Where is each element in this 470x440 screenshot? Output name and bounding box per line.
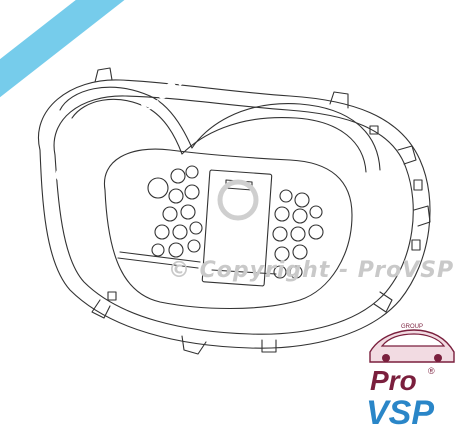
copyright-circle <box>217 179 259 221</box>
housing-outer-outline <box>37 79 431 349</box>
mount-tab-bottom <box>181 335 207 355</box>
center-display <box>201 169 273 287</box>
provsp-logo: GROUP Pro ® VSP <box>366 324 455 432</box>
mount-tab-bottom-mid <box>261 339 277 353</box>
mount-tab-right2 <box>413 205 431 227</box>
dial-face <box>103 148 353 310</box>
mount-tab-top <box>94 67 113 83</box>
right-gauge-holes <box>272 189 324 279</box>
logo-group-label: GROUP <box>401 324 423 330</box>
copyright-watermark: © Copyright - ProVSP <box>168 258 455 283</box>
housing-inner-outline <box>53 95 414 335</box>
logo-line2: VSP <box>366 394 434 432</box>
mount-tab-bottom-left <box>91 299 111 319</box>
mount-tab-top-right <box>329 91 349 109</box>
car-icon <box>369 329 455 363</box>
visor-arch-inner <box>71 98 367 173</box>
logo-trademark: ® <box>428 366 435 376</box>
left-gauge-holes <box>147 165 203 258</box>
logo-line1: Pro <box>370 365 417 396</box>
mount-tab-right <box>397 145 417 165</box>
mount-tab-bottom-right <box>373 291 393 313</box>
